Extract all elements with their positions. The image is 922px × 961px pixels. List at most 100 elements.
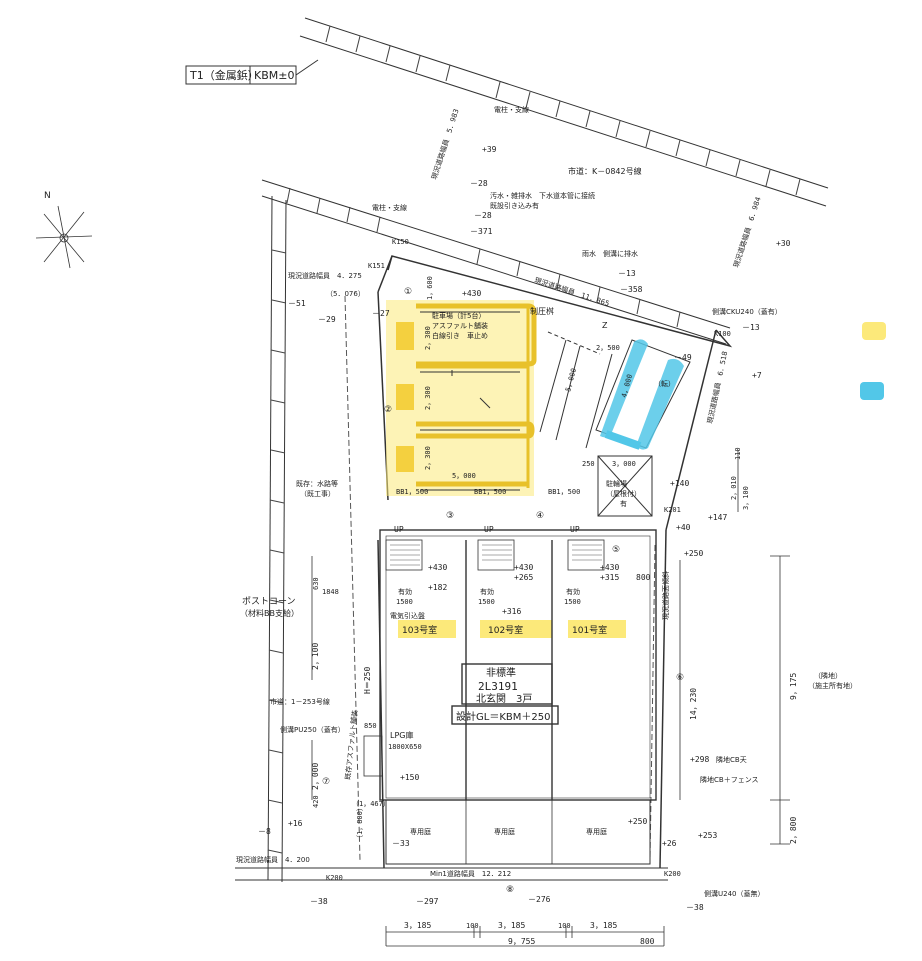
lpg-size: 1800X650 xyxy=(388,743,422,751)
dim-9755: 9，755 xyxy=(508,937,535,946)
stair-up: UP xyxy=(394,525,404,534)
marker: ⑧ xyxy=(506,885,514,895)
building-title: 非標準 xyxy=(486,666,516,679)
level: +298 xyxy=(690,755,709,764)
car-space-3 xyxy=(396,446,414,472)
level: +16 xyxy=(288,819,303,828)
storage-note-1: 駐輪場 xyxy=(606,479,627,488)
dim-100: 100 xyxy=(466,922,479,930)
legend-cyan xyxy=(860,382,884,400)
level: －8 xyxy=(258,827,271,836)
boundary-bottom: Min1道路幅員 12．212 xyxy=(430,869,511,878)
level: +30 xyxy=(776,239,791,248)
unit-103: 103号室 xyxy=(402,624,437,636)
rain-note: 雨水 側溝に排水 xyxy=(582,249,638,258)
road-north-label: 市道：K－0842号線 xyxy=(568,166,642,176)
storage-offset: 250 xyxy=(582,460,595,468)
level: +316 xyxy=(502,607,521,616)
parking-dim: 2，300 xyxy=(424,446,432,470)
side-drain: 側溝PU250（蓋有） xyxy=(280,725,345,734)
road-slope: 現況道路面傾斜 xyxy=(661,571,670,620)
parking-dim: 2，300 xyxy=(424,386,432,410)
parking-highlight xyxy=(386,300,886,638)
north-road xyxy=(261,17,829,345)
level: +315 xyxy=(600,573,619,582)
dim-1848: 1848 xyxy=(322,588,339,596)
gutter-k150: K150 xyxy=(392,238,409,246)
building-type: 北玄関 3戸 xyxy=(476,692,532,705)
marker: ① xyxy=(404,287,412,297)
stair-up: UP xyxy=(570,525,580,534)
boundary-top-right: 現況道路幅員 6．984 xyxy=(731,195,763,269)
parking-setback: 1，600 xyxy=(426,276,434,300)
bike-dim-5000: 5，000 xyxy=(564,367,578,392)
storage-width: 3，000 xyxy=(612,460,636,468)
dim-2100: 2，100 xyxy=(311,643,320,670)
dim-800-b: 800 xyxy=(640,937,655,946)
elec-panel: 電気引込盤 xyxy=(390,611,425,620)
boundary-top-left: 現況道路幅員 5．983 xyxy=(429,108,460,181)
boundary-left-b: （5．076） xyxy=(326,290,365,298)
dim-2800: 2，800 xyxy=(789,817,798,844)
bike-dim-2500: 2，500 xyxy=(596,344,620,352)
parking-dim: 2，300 xyxy=(424,326,432,350)
level: －49 xyxy=(674,353,692,362)
storage-shed xyxy=(597,455,653,517)
marker: ⑤ xyxy=(612,545,620,555)
benchmark-left: T1（金属鋲） xyxy=(189,68,259,82)
gutter-k100: K100 xyxy=(714,330,731,338)
parking-length: 5，000 xyxy=(452,472,476,480)
bike-note: （転） xyxy=(654,380,675,388)
unit-storage: 有効 xyxy=(398,587,412,596)
building-code: 2L3191 xyxy=(478,680,518,693)
lpg-store: LPG庫 xyxy=(390,730,413,740)
unit-storage: 有効 xyxy=(480,587,494,596)
unit-storage: 有効 xyxy=(566,587,580,596)
unit-width: 1500 xyxy=(396,598,413,606)
storage-h2: 3，100 xyxy=(742,486,750,510)
legend-yellow xyxy=(862,322,886,340)
height-dim: H＝250 xyxy=(363,667,372,694)
bollard-2: BB1，500 xyxy=(474,488,506,496)
unit-102-highlight xyxy=(480,620,552,638)
level: －28 xyxy=(474,211,492,220)
dim-100: 100 xyxy=(558,922,571,930)
unit-102: 102号室 xyxy=(488,624,523,636)
storage-h3: 110 xyxy=(734,447,742,460)
level: +150 xyxy=(400,773,419,782)
parking-note-2: 白線引き 車止め xyxy=(432,331,488,340)
private-garden: 専用庭 xyxy=(586,827,607,836)
car-space-1 xyxy=(396,322,414,350)
storage-h1: 2，010 xyxy=(730,476,738,500)
level: －13 xyxy=(742,323,760,332)
north-arrow xyxy=(35,205,93,269)
level: －33 xyxy=(392,839,410,848)
pressure-basin: 制圧桝 xyxy=(530,306,554,316)
stair-hatch xyxy=(390,544,602,566)
level: +430 xyxy=(600,563,619,572)
level: +140 xyxy=(670,479,689,488)
pole-label-2: 電柱・支線 xyxy=(372,203,407,212)
parking-lines xyxy=(420,311,520,491)
level: －29 xyxy=(318,315,336,324)
building xyxy=(363,529,657,865)
unit-101-highlight xyxy=(568,620,626,638)
right-note-2: （施主所有地） xyxy=(808,681,857,690)
dim-800: 800 xyxy=(636,573,651,582)
asphalt-note: 既存アスファルト舗装 xyxy=(343,710,359,781)
dim-3185: 3，185 xyxy=(498,921,525,930)
unit-width: 1500 xyxy=(478,598,495,606)
marker: ③ xyxy=(446,511,454,521)
north-label: N xyxy=(44,191,51,201)
level: －28 xyxy=(470,179,488,188)
level: －13 xyxy=(618,269,636,278)
level: +430 xyxy=(428,563,447,572)
bollard-3: BB1，500 xyxy=(548,488,580,496)
marker: ④ xyxy=(536,511,544,521)
level: +40 xyxy=(676,523,691,532)
level: +26 xyxy=(662,839,677,848)
post-cone: ポストコーン xyxy=(242,596,296,607)
level: +7 xyxy=(752,371,762,380)
level: －51 xyxy=(288,299,306,308)
dim-3185: 3，185 xyxy=(404,921,431,930)
